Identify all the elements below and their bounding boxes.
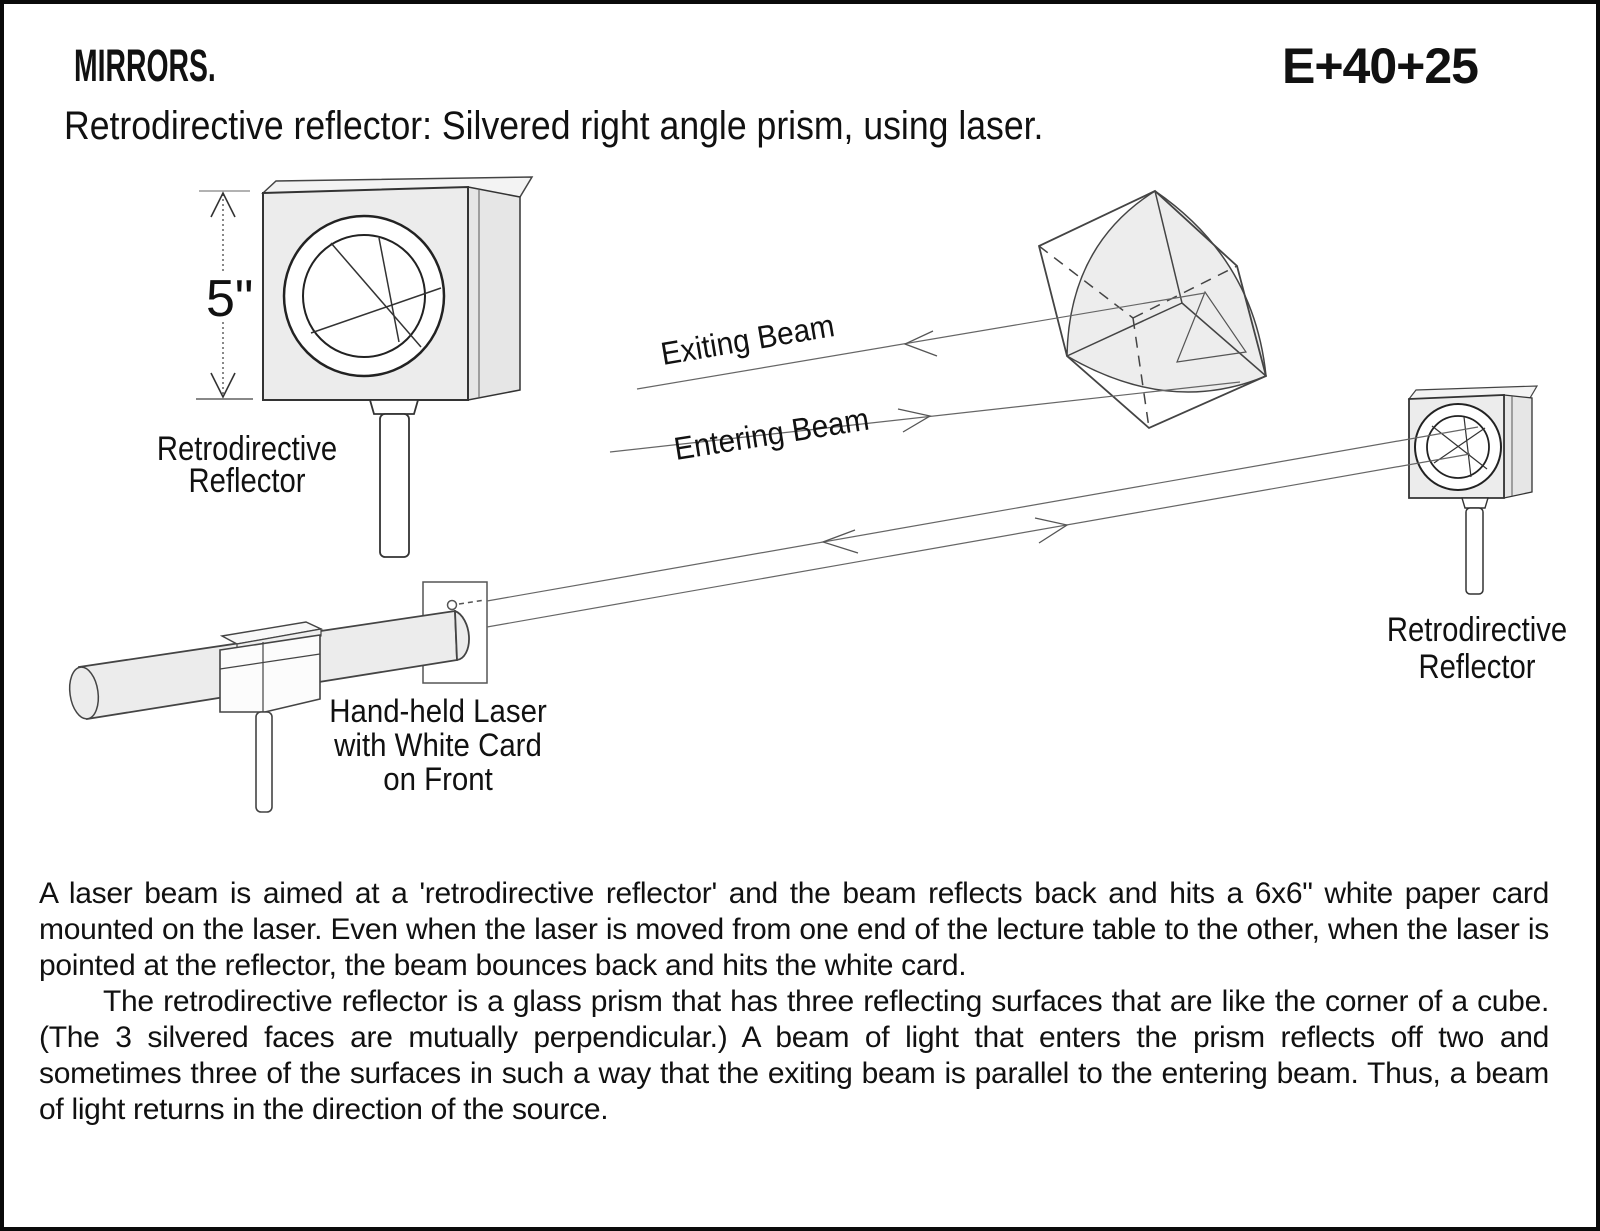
outgoing-beam-line [486,453,1471,628]
corner-cube-prism [1037,189,1268,430]
entering-beam-line [609,381,1241,453]
right-reflector-label-line1: Retrodirective [1387,610,1567,649]
exiting-beam-line [636,292,1206,390]
long-beams [486,426,1479,628]
arrow-right-icon [897,408,932,433]
left-reflector-caption: Retrodirective Reflector [157,429,337,500]
right-reflector-caption: Retrodirective Reflector [1387,610,1567,686]
left-reflector-label-line2: Reflector [189,461,306,500]
laser-tube-front-cap [454,609,470,662]
clamp-block [219,634,321,713]
reflector-side-face [467,186,521,401]
reflector2-stem [1465,507,1484,595]
laser-label-line2: with White Card [333,727,542,763]
reflector2-side-face [1503,394,1533,499]
prism-hidden-edges [1038,245,1238,429]
arrow-right-icon [1034,517,1069,544]
entering-beam-label: Entering Beam [671,401,871,468]
arrow-up-icon [210,191,236,218]
laser-assembly [68,581,488,813]
laser-label-line1: Hand-held Laser [329,693,547,729]
left-retroreflector [261,176,534,558]
arrow-left-icon [903,330,938,357]
support-rod [255,711,273,813]
right-retroreflector [1407,385,1539,595]
prism-inner-triangle [1176,290,1248,363]
dimension-label: 5" [206,270,253,328]
page-subtitle: Retrodirective reflector: Silvered right… [64,104,1044,148]
reflector2-neck [1461,497,1489,509]
left-reflector-label-line1: Retrodirective [157,429,337,468]
arrow-down-icon [210,372,236,399]
reflector-ring-inner [302,234,426,358]
demo-code: E+40+25 [1282,38,1479,94]
prism-silhouette [1037,189,1268,430]
prism-front-face [1066,190,1267,393]
corner-cube-facets [310,237,442,348]
dimension-5in: 5" [196,190,253,400]
right-reflector-label-line2: Reflector [1419,647,1536,686]
card-beam-dash [458,599,486,605]
reflector-neck [368,399,420,415]
laser-caption: Hand-held Laser with White Card on Front [329,693,547,797]
description-paragraph-1: A laser beam is aimed at a 'retrodirecti… [39,877,1549,982]
clamp-block-seam-horizontal [219,653,321,670]
exiting-beam-label: Exiting Beam [658,307,837,372]
page-title: MIRRORS. [74,40,216,91]
laser-label-line3: on Front [383,761,493,797]
laser-tube-rear-cap [68,666,100,720]
description-text: A laser beam is aimed at a 'retrodirecti… [39,876,1549,1128]
arrow-left-icon [821,529,859,554]
description-paragraph-2: The retrodirective reflector is a glass … [39,985,1549,1126]
card-beam-hole [446,599,458,611]
reflector-stem [379,413,410,558]
return-beam-line [486,426,1479,602]
